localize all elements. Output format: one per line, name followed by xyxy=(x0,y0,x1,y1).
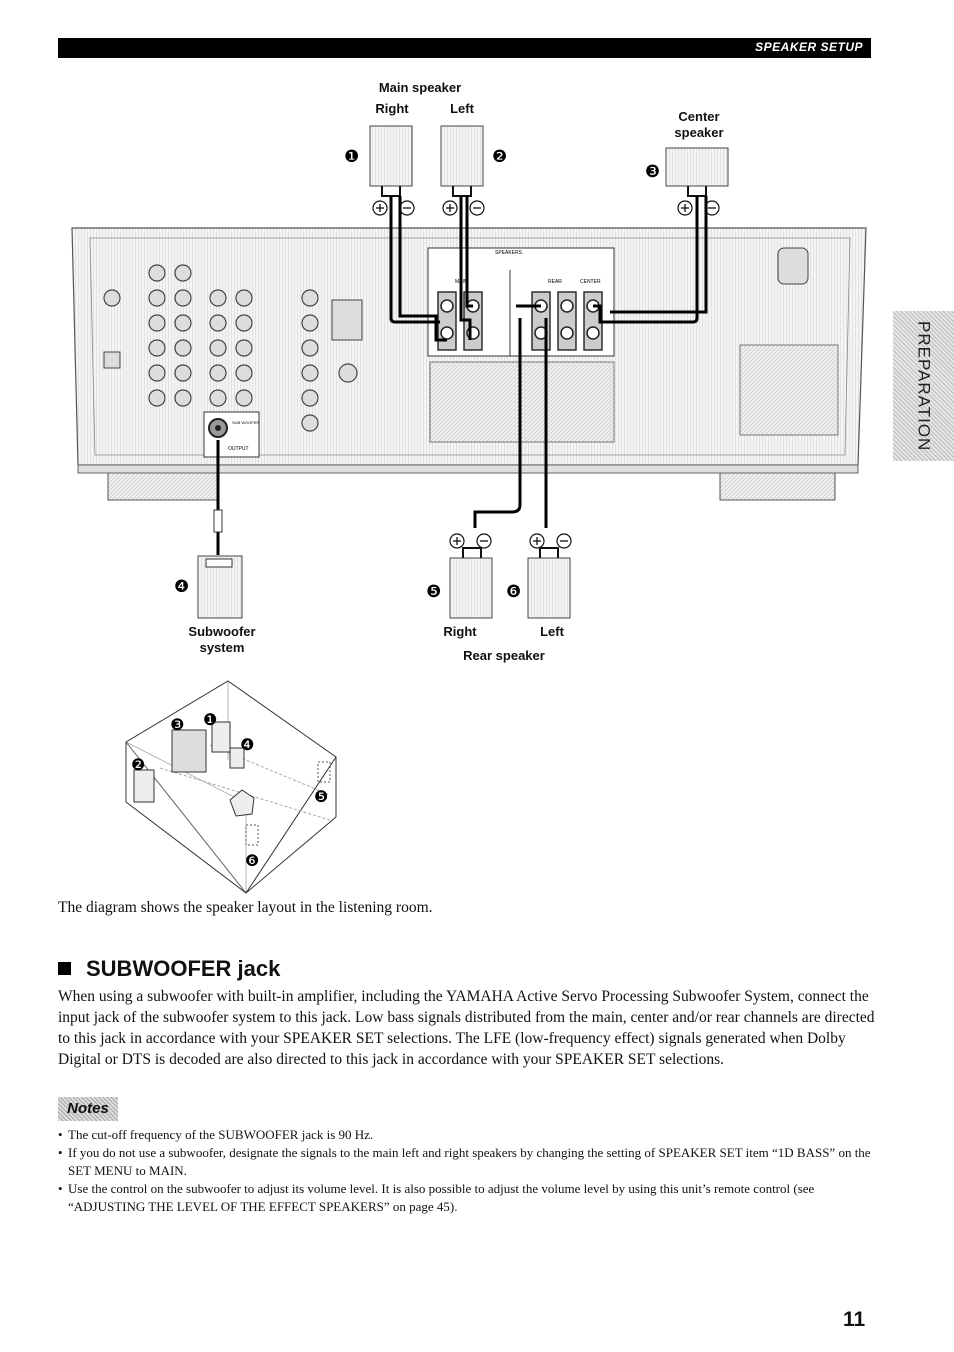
header-title: SPEAKER SETUP xyxy=(755,40,863,54)
side-tab-label: PREPARATION xyxy=(914,320,934,452)
subwoofer-output-jack: OUTPUT SUB WOOFER xyxy=(203,411,260,458)
marker-3: ❸ xyxy=(645,162,660,182)
room-marker-4: ❹ xyxy=(240,735,254,754)
notes-badge: Notes xyxy=(58,1097,118,1121)
center-label-line2: speaker xyxy=(674,125,724,140)
rear-speaker-right xyxy=(449,547,493,619)
room-marker-2: ❷ xyxy=(131,755,145,774)
rear-speaker-left xyxy=(527,547,571,619)
center-label: CENTER xyxy=(580,279,601,285)
marker-1: ❶ xyxy=(344,147,359,167)
center-speaker xyxy=(665,147,729,197)
output-label: OUTPUT xyxy=(228,446,249,452)
jack-grid xyxy=(103,264,358,432)
sub-label: SUB WOOFER xyxy=(232,420,259,425)
marker-5: ❺ xyxy=(426,582,441,602)
rear-label: REAR xyxy=(548,279,562,285)
subwoofer-system xyxy=(197,509,243,619)
main-speaker-left xyxy=(440,125,484,197)
notes-list: The cut-off frequency of the SUBWOOFER j… xyxy=(58,1126,878,1216)
note-item: Use the control on the subwoofer to adju… xyxy=(58,1180,878,1216)
marker-6: ❻ xyxy=(506,582,521,602)
rear-speaker-label: Rear speaker xyxy=(463,648,545,663)
page-number: 11 xyxy=(843,1308,866,1331)
speaker-wires xyxy=(216,196,708,555)
heading-bullet xyxy=(58,961,71,975)
note-item: The cut-off frequency of the SUBWOOFER j… xyxy=(58,1126,878,1144)
section-heading: SUBWOOFER jack xyxy=(58,956,280,982)
diagram-caption: The diagram shows the speaker layout in … xyxy=(58,899,433,916)
header-bar: SPEAKER SETUP xyxy=(58,38,871,58)
room-marker-6: ❻ xyxy=(245,851,259,870)
rear-left-label: Left xyxy=(540,624,564,639)
section-body: When using a subwoofer with built-in amp… xyxy=(58,988,875,1068)
main-left-label: Left xyxy=(450,101,474,116)
room-marker-5: ❺ xyxy=(314,787,328,806)
side-tab: PREPARATION xyxy=(893,311,954,461)
main-speaker-right xyxy=(369,125,413,197)
center-label-line1: Center xyxy=(678,109,720,124)
speakers-label: SPEAKERS xyxy=(495,250,523,256)
room-marker-1: ❶ xyxy=(203,710,217,729)
main-speaker-label: Main speaker xyxy=(378,80,462,95)
speaker-connection-diagram: OUTPUT SUB WOOFER SPEAKERS MAIN REAR CEN… xyxy=(71,125,867,894)
room-marker-3: ❸ xyxy=(170,715,184,734)
main-right-label: Right xyxy=(375,101,409,116)
room-layout-illustration xyxy=(125,680,337,894)
section-title: SUBWOOFER jack xyxy=(86,956,281,981)
note-item: If you do not use a subwoofer, designate… xyxy=(58,1144,878,1180)
receiver-rear-panel: OUTPUT SUB WOOFER SPEAKERS MAIN REAR CEN… xyxy=(71,227,867,501)
subwoofer-label-line2: system xyxy=(199,640,245,655)
rear-right-label: Right xyxy=(443,624,477,639)
subwoofer-label-line1: Subwoofer xyxy=(188,624,256,639)
marker-2: ❷ xyxy=(492,147,507,167)
marker-4: ❹ xyxy=(174,577,189,597)
